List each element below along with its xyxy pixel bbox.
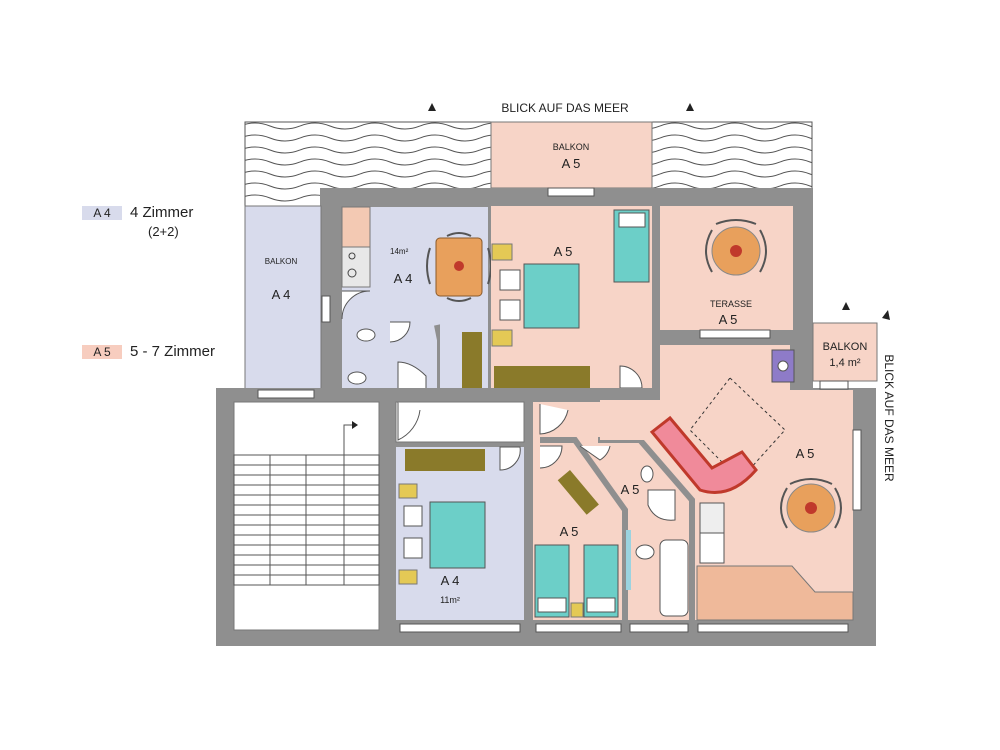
bath-sink-icon <box>635 544 655 560</box>
corridor <box>395 401 525 443</box>
kids-bed-1-pillow <box>537 597 567 613</box>
toilet-icon <box>347 371 367 385</box>
stairs <box>233 424 380 586</box>
view-arrow-right <box>882 310 890 320</box>
a4-cabinet <box>462 332 482 390</box>
balkon-left-unit: A 4 <box>272 287 291 302</box>
double-bed <box>523 263 580 329</box>
dotted-table-area <box>689 377 786 481</box>
window-right <box>852 429 862 511</box>
living-table-center-icon <box>805 502 817 514</box>
a5-living-unit: A 5 <box>796 446 815 461</box>
pillow-1 <box>499 269 521 291</box>
a4-nightstand-2 <box>398 569 418 585</box>
corner-sofa <box>649 415 758 494</box>
kitchen-counter <box>341 206 371 248</box>
a5-bath-unit: A 5 <box>621 482 640 497</box>
balkon-left-label: BALKON <box>265 257 298 266</box>
fireplace-center-icon <box>777 360 789 372</box>
legend-a4: A 4 4 Zimmer <box>82 204 193 221</box>
nightstand-2 <box>491 329 513 347</box>
a4-kitchen-unit: A 4 <box>394 271 413 286</box>
nightstand-1 <box>491 243 513 261</box>
window-bottom-1 <box>399 623 521 633</box>
legend-a5: A 5 5 - 7 Zimmer <box>82 343 215 360</box>
terasse-table-center-icon <box>730 245 742 257</box>
balkon-top-unit: A 5 <box>562 156 581 171</box>
view-right-label: BLICK AUF DAS MEER <box>882 354 896 482</box>
stove-icon <box>348 252 356 260</box>
view-arrow-left <box>428 103 436 111</box>
kitchen-sink-lower <box>699 532 725 564</box>
a5-kids-wardrobe <box>557 470 599 515</box>
window-bottom-2 <box>535 623 622 633</box>
a4-double-bed <box>429 501 486 569</box>
a5-kids-unit: A 5 <box>560 524 579 539</box>
a4-bedroom-unit: A 4 <box>441 573 460 588</box>
balkon-top <box>490 121 653 189</box>
shower-icon <box>397 361 427 393</box>
kitchen-counter-lower <box>696 565 854 621</box>
kitchen-sink <box>341 246 371 288</box>
a4-nightstand-1 <box>398 483 418 499</box>
balkon-right <box>812 322 878 382</box>
legend-a4-sub: (2+2) <box>148 224 179 239</box>
view-arrow-right <box>686 103 694 111</box>
bathtub-icon <box>659 539 689 617</box>
a4-bedroom-area: 11m² <box>440 595 460 605</box>
balkon-left <box>244 205 322 392</box>
pillow-2 <box>499 299 521 321</box>
window-a5-top <box>547 187 595 197</box>
bath-accent <box>626 530 631 590</box>
a4-wardrobe <box>405 449 485 471</box>
balkon-right-area: 1,4 m² <box>829 357 861 369</box>
bath-toilet-icon <box>640 465 654 483</box>
a4-pillow-1 <box>403 505 423 527</box>
table-center-icon <box>454 261 464 271</box>
bath-shower-icon <box>647 489 676 521</box>
a4-kitchen-area: 14m² <box>390 247 409 256</box>
balkon-right-label: BALKON <box>823 341 868 353</box>
legend-a5-label: 5 - 7 Zimmer <box>130 343 216 360</box>
a5-bedroom-unit: A 5 <box>554 244 573 259</box>
window-terasse <box>699 329 771 339</box>
view-top-label: BLICK AUF DAS MEER <box>501 101 629 115</box>
legend-a4-label: 4 Zimmer <box>130 204 194 221</box>
window-bottom-3 <box>629 623 689 633</box>
sink-icon <box>356 328 376 342</box>
window-bottom-4 <box>697 623 849 633</box>
terasse-label: TERASSE <box>710 299 752 309</box>
legend-a5-swatch: A 5 <box>82 345 122 360</box>
terasse-unit: A 5 <box>719 312 738 327</box>
legend-a4-swatch: A 4 <box>82 206 122 221</box>
stove-icon-2 <box>347 268 357 278</box>
window-top-left <box>257 389 315 399</box>
stove-unit <box>699 502 725 534</box>
kids-bed-2-pillow <box>586 597 616 613</box>
single-bed-pillow <box>618 212 646 228</box>
kids-nightstand <box>570 602 584 618</box>
window-left-bed <box>321 295 331 323</box>
stairs-arrow-icon <box>352 421 358 429</box>
view-arrow-balkon <box>842 302 850 310</box>
window-balkon-right <box>819 380 849 390</box>
a5-wardrobe <box>494 366 590 388</box>
balkon-top-label: BALKON <box>553 142 590 152</box>
a4-pillow-2 <box>403 537 423 559</box>
